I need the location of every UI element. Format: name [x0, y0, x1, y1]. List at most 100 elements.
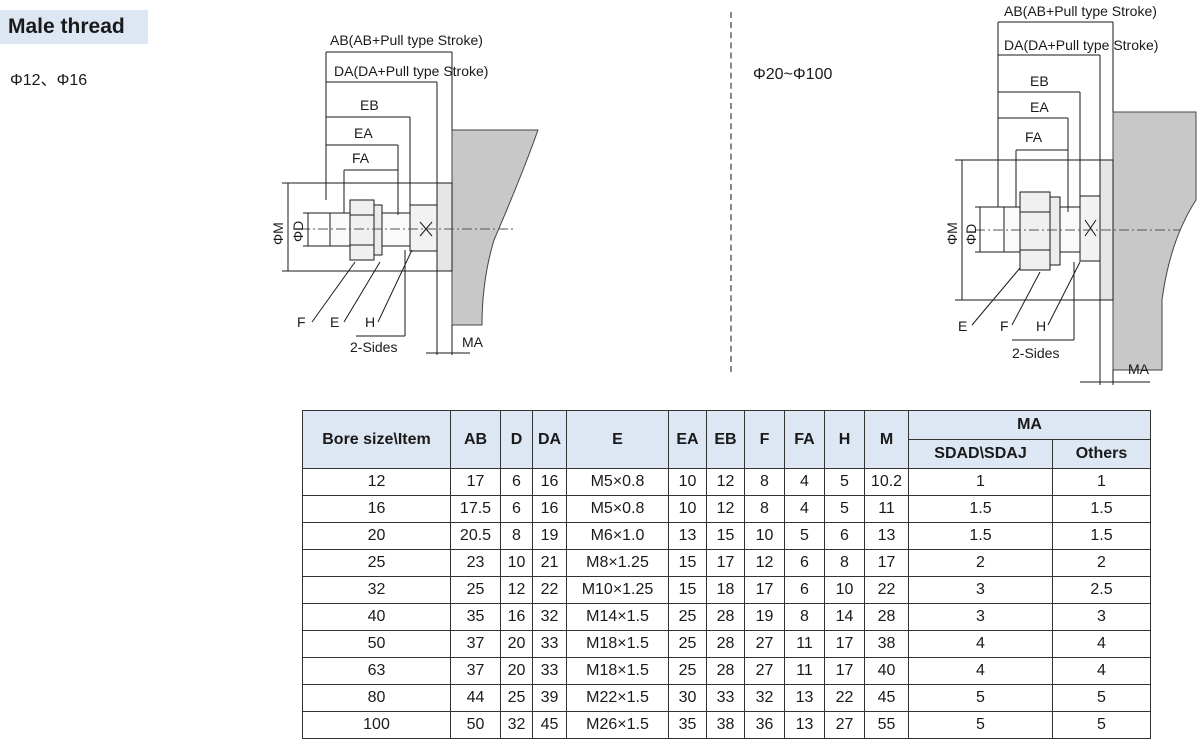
table-cell: 22: [532, 576, 567, 604]
table-cell: 40: [302, 603, 451, 631]
table-cell: 11: [784, 630, 825, 658]
table-cell: 15: [668, 549, 707, 577]
table-cell: 13: [784, 684, 825, 712]
table-cell: 3: [908, 576, 1053, 604]
table-cell: 50: [302, 630, 451, 658]
r-label-fa: FA: [1025, 129, 1043, 145]
table-cell: 16: [532, 495, 567, 523]
table-cell: 12: [744, 549, 785, 577]
table-cell: 16: [532, 468, 567, 496]
table-cell: 14: [824, 603, 865, 631]
table-cell: 3: [908, 603, 1053, 631]
table-cell: 45: [864, 684, 909, 712]
table-cell: M6×1.0: [566, 522, 669, 550]
label-ea: EA: [354, 125, 373, 141]
table-cell: 5: [824, 495, 865, 523]
table-cell: 8: [784, 603, 825, 631]
r-label-ab: AB(AB+Pull type Stroke): [1004, 3, 1157, 19]
table-cell: 4: [784, 495, 825, 523]
table-cell: 39: [532, 684, 567, 712]
r-label-f: F: [1000, 318, 1009, 334]
table-cell: 28: [706, 657, 745, 685]
label-phi-d: ΦD: [290, 221, 306, 242]
table-cell: 1.5: [1051, 522, 1152, 550]
table-cell: 13: [668, 522, 707, 550]
col-header-h: H: [824, 410, 865, 469]
table-cell: 23: [450, 549, 501, 577]
col-header-others: Others: [1051, 439, 1152, 469]
table-cell: 25: [500, 684, 533, 712]
table-cell: 35: [668, 711, 707, 739]
col-group-ma: MA: [907, 410, 1152, 440]
table-cell: 22: [824, 684, 865, 712]
table-cell: M18×1.5: [566, 630, 669, 658]
table-cell: 12: [302, 468, 451, 496]
table-cell: 11: [864, 495, 909, 523]
label-ab: AB(AB+Pull type Stroke): [330, 32, 483, 48]
table-cell: 4: [1051, 630, 1152, 658]
table-cell: M14×1.5: [566, 603, 669, 631]
table-cell: 35: [450, 603, 501, 631]
table-cell: 2: [908, 549, 1053, 577]
table-cell: 44: [450, 684, 501, 712]
label-fa: FA: [352, 150, 370, 166]
col-header-ea: EA: [668, 410, 707, 469]
table-cell: 6: [784, 576, 825, 604]
table-cell: 5: [824, 468, 865, 496]
r-label-phi-m: ΦM: [944, 222, 960, 245]
col-header-fa: FA: [784, 410, 825, 469]
table-cell: 25: [668, 630, 707, 658]
table-cell: M26×1.5: [566, 711, 669, 739]
table-cell: 32: [744, 684, 785, 712]
table-cell: 10: [668, 495, 707, 523]
table-cell: 6: [784, 549, 825, 577]
table-cell: 25: [302, 549, 451, 577]
table-cell: 40: [864, 657, 909, 685]
col-header-d: D: [500, 410, 533, 469]
table-cell: 13: [784, 711, 825, 739]
table-cell: 25: [450, 576, 501, 604]
label-two-sides: 2-Sides: [350, 339, 397, 355]
table-cell: 17: [824, 630, 865, 658]
table-cell: 17: [824, 657, 865, 685]
table-cell: 36: [744, 711, 785, 739]
table-cell: M18×1.5: [566, 657, 669, 685]
table-cell: 12: [706, 495, 745, 523]
table-cell: 10.2: [864, 468, 909, 496]
table-cell: 5: [1051, 711, 1152, 739]
col-header-eb: EB: [706, 410, 745, 469]
table-cell: 27: [824, 711, 865, 739]
table-cell: 17: [864, 549, 909, 577]
table-cell: 6: [500, 468, 533, 496]
table-cell: 32: [500, 711, 533, 739]
table-cell: M10×1.25: [566, 576, 669, 604]
table-cell: 10: [668, 468, 707, 496]
table-cell: 10: [500, 549, 533, 577]
r-label-h: H: [1036, 318, 1046, 334]
table-cell: M5×0.8: [566, 495, 669, 523]
table-cell: M5×0.8: [566, 468, 669, 496]
label-ma: MA: [462, 334, 484, 350]
left-bore-range: Φ12、Φ16: [10, 72, 88, 89]
table-cell: 8: [500, 522, 533, 550]
table-cell: 38: [864, 630, 909, 658]
r-label-phi-d: ΦD: [963, 224, 979, 245]
table-cell: 16: [500, 603, 533, 631]
table-cell: 50: [450, 711, 501, 739]
section-title: Male thread: [0, 10, 148, 44]
table-cell: 15: [706, 522, 745, 550]
label-eb: EB: [360, 97, 379, 113]
table-cell: 28: [706, 603, 745, 631]
table-cell: 27: [744, 630, 785, 658]
r-label-da: DA(DA+Pull type Stroke): [1004, 37, 1158, 53]
table-cell: 25: [668, 603, 707, 631]
table-cell: 5: [908, 684, 1053, 712]
table-cell: 33: [532, 630, 567, 658]
table-cell: 1.5: [908, 495, 1053, 523]
